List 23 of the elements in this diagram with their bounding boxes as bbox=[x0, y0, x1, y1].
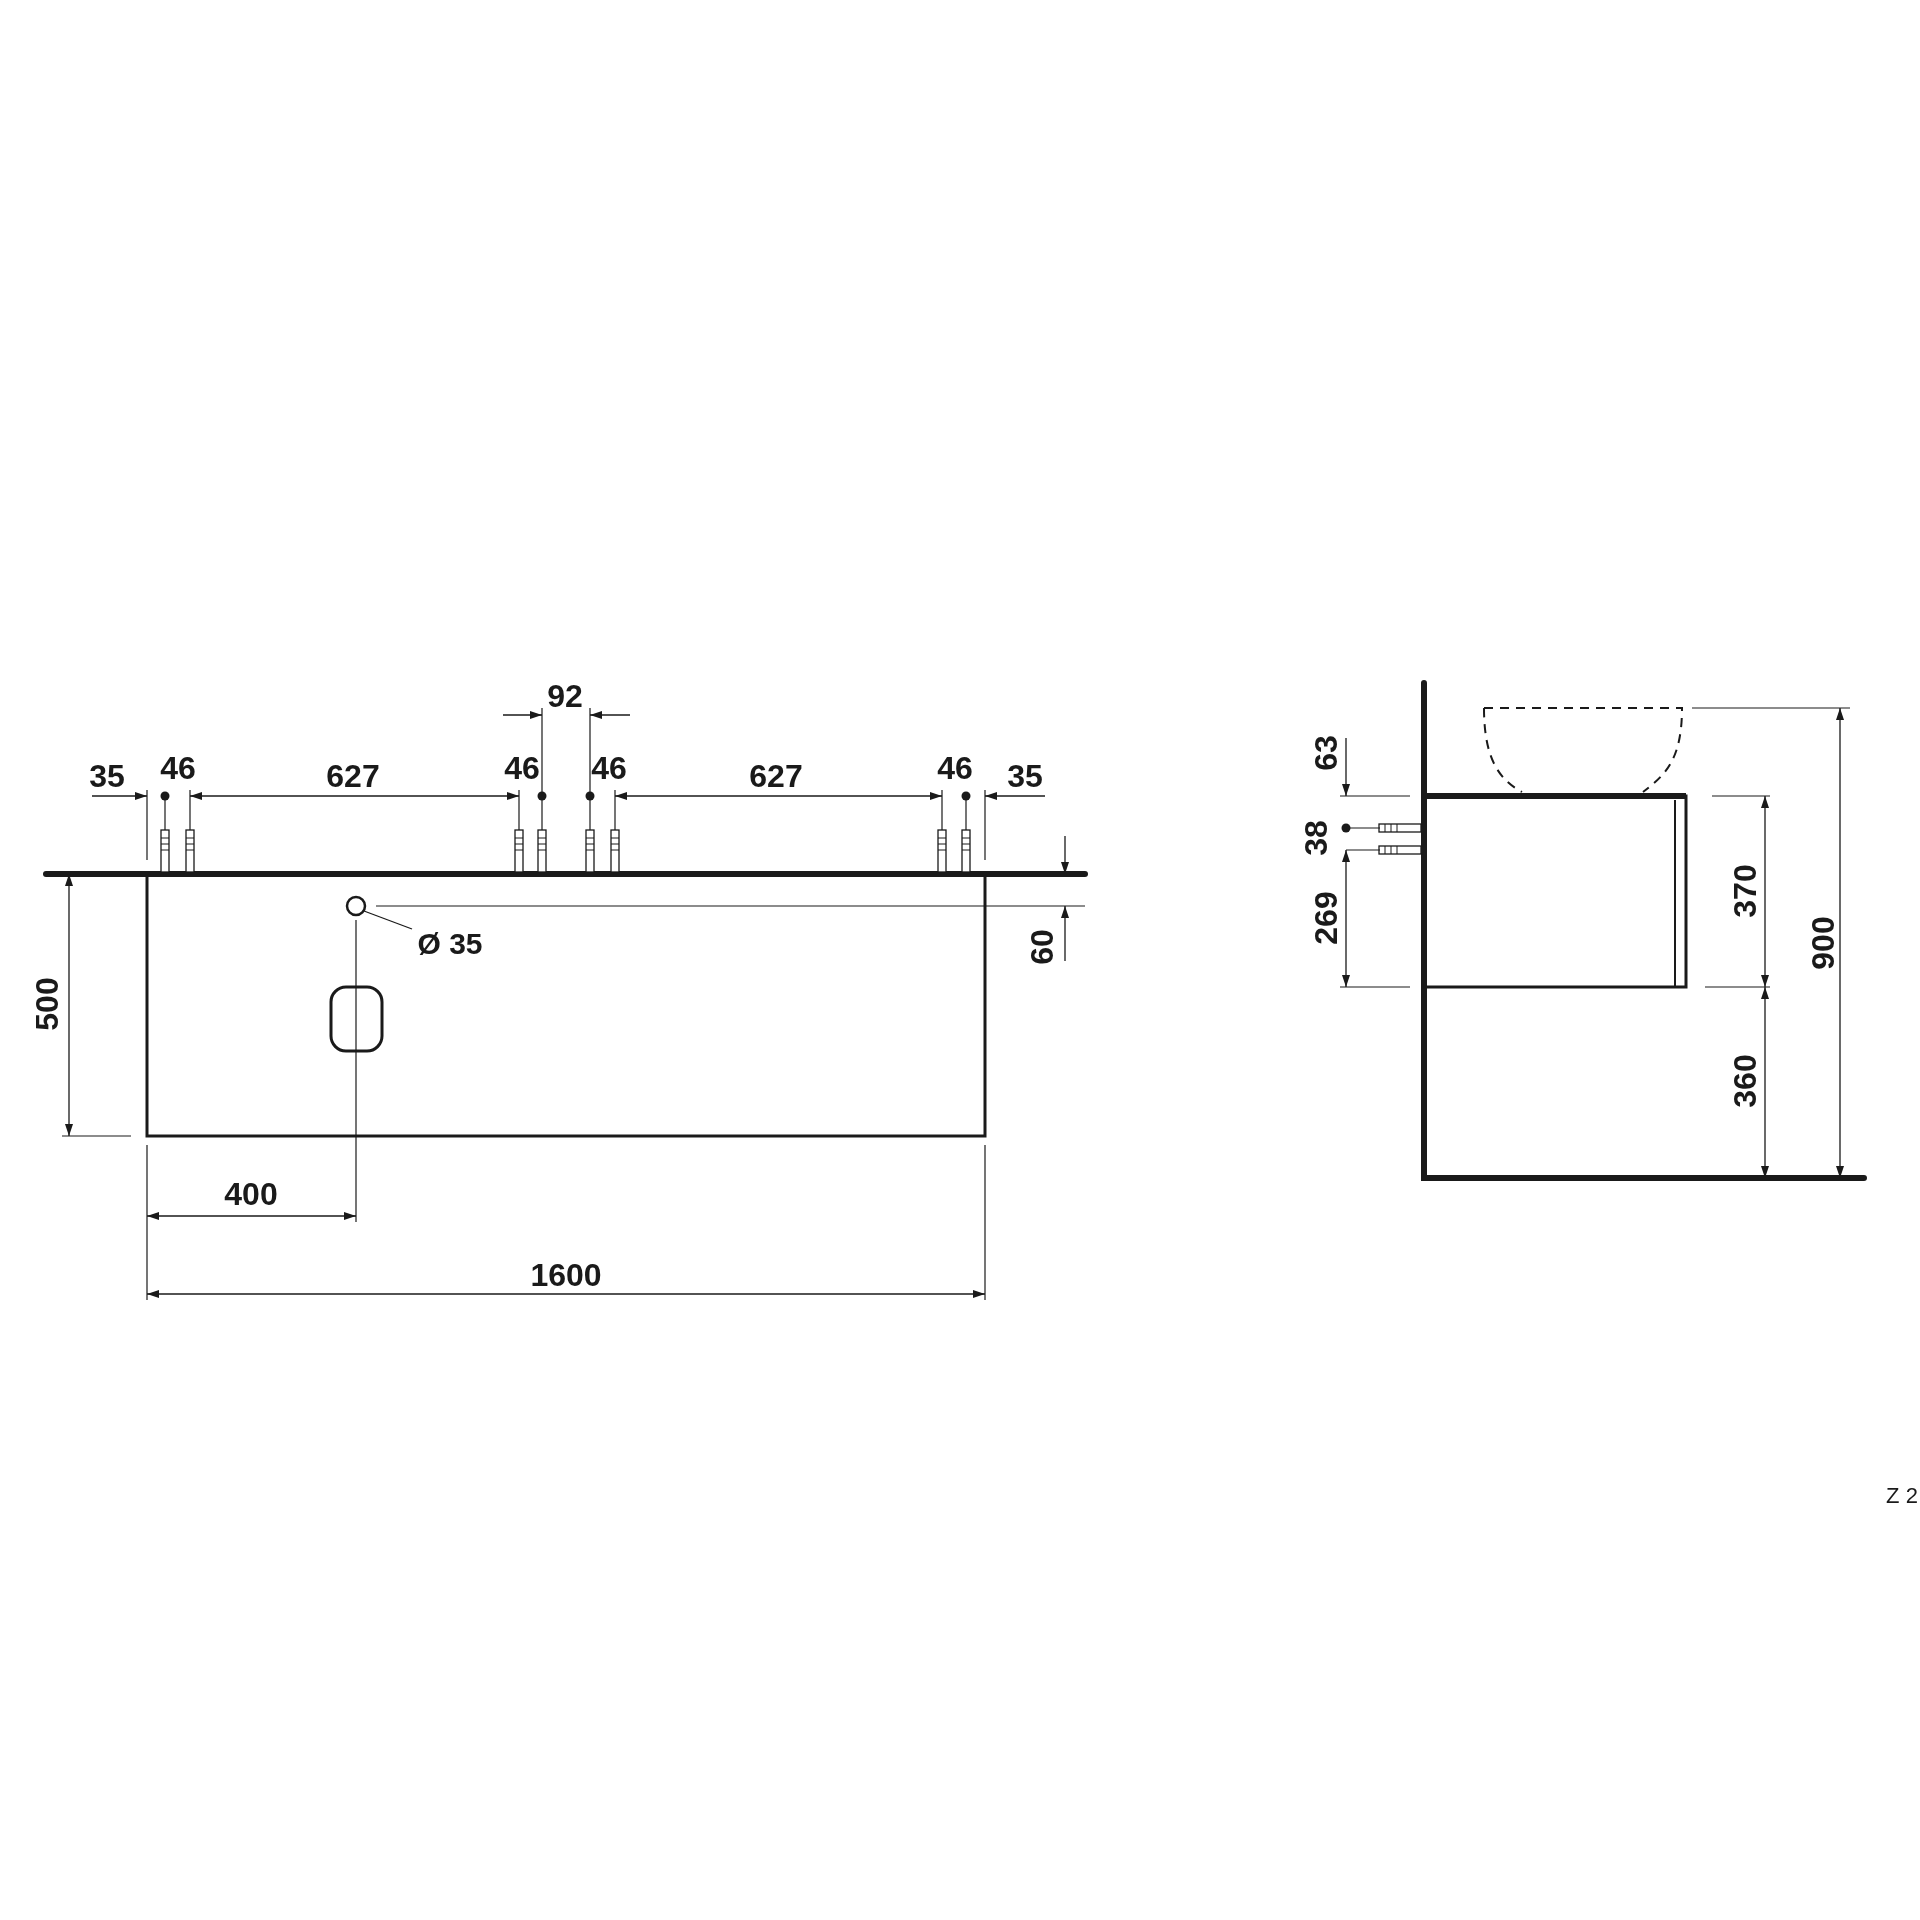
dimension-label: 35 bbox=[1007, 758, 1043, 794]
dimension-label: 46 bbox=[504, 750, 540, 786]
dimension-label: 370 bbox=[1727, 864, 1763, 918]
dimension-label: 627 bbox=[326, 758, 380, 794]
dimension-label: 500 bbox=[29, 977, 65, 1031]
dimension-label: 63 bbox=[1308, 735, 1344, 771]
dimension-label: 60 bbox=[1024, 929, 1060, 965]
dimension-label: 46 bbox=[160, 750, 196, 786]
dimension-label: Ø 35 bbox=[417, 926, 483, 960]
drain-hole bbox=[345, 895, 367, 917]
drawing-code: Z 2 bbox=[1886, 1482, 1918, 1508]
dimension-label: 269 bbox=[1308, 891, 1344, 945]
dimension-label: 35 bbox=[89, 758, 125, 794]
dimension-label: 92 bbox=[547, 678, 583, 714]
dimension-label: 900 bbox=[1805, 916, 1841, 970]
dimension-label: 360 bbox=[1727, 1054, 1763, 1108]
dimension-label: 46 bbox=[591, 750, 627, 786]
leader-line bbox=[363, 910, 413, 930]
dimension-label: 400 bbox=[224, 1176, 278, 1212]
dimension-label: 38 bbox=[1298, 820, 1334, 856]
dimension-label: 627 bbox=[749, 758, 803, 794]
dimension-label: 1600 bbox=[530, 1257, 602, 1293]
dimension-label: 46 bbox=[937, 750, 973, 786]
